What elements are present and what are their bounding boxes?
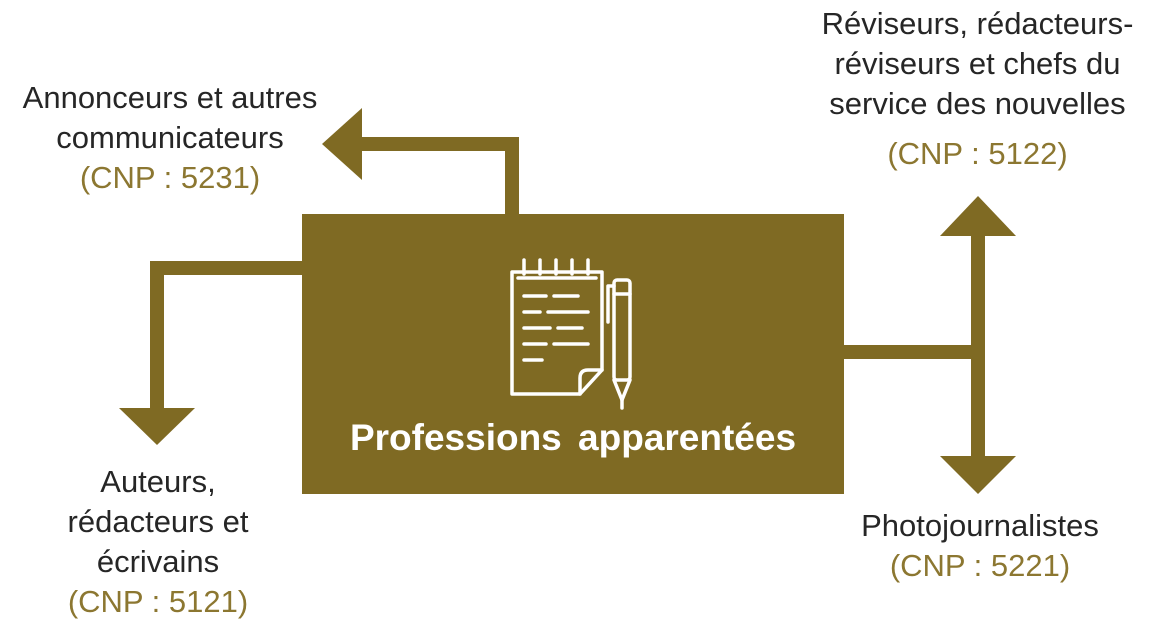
label-top-right: Réviseurs, rédacteurs- réviseurs et chef…	[800, 4, 1155, 174]
label-bottom-right: Photojournalistes (CNP : 5221)	[830, 506, 1130, 586]
label-line: rédacteurs et	[67, 504, 249, 539]
connector-top-left	[362, 137, 519, 214]
label-line: Réviseurs, rédacteurs-	[821, 6, 1134, 41]
arrowhead-bottom-left	[119, 408, 195, 445]
arrowhead-top-left	[322, 108, 362, 180]
label-line: Auteurs,	[100, 464, 216, 499]
label-line: réviseurs et chefs du	[834, 46, 1121, 81]
label-line: écrivains	[96, 544, 220, 579]
label-bottom-left: Auteurs, rédacteurs et écrivains (CNP : …	[20, 462, 296, 622]
arrowhead-bottom-right	[940, 456, 1016, 494]
code-label: (CNP : 5121)	[67, 584, 249, 619]
arrowhead-top-right	[940, 196, 1016, 236]
center-title: Professions apparentées	[349, 417, 797, 458]
code-label: (CNP : 5122)	[887, 136, 1068, 171]
notepad-pen-icon	[510, 258, 632, 410]
code-label: (CNP : 5231)	[79, 160, 261, 195]
code-label: (CNP : 5221)	[889, 548, 1071, 583]
connector-bottom-left	[150, 261, 302, 410]
label-line: service des nouvelles	[829, 86, 1126, 121]
label-line: Annonceurs et autres	[22, 80, 318, 115]
label-top-left: Annonceurs et autres communicateurs (CNP…	[0, 78, 340, 198]
label-line: Photojournalistes	[861, 508, 1099, 543]
label-line: communicateurs	[56, 120, 284, 155]
center-box: Professions apparentées	[302, 214, 844, 494]
